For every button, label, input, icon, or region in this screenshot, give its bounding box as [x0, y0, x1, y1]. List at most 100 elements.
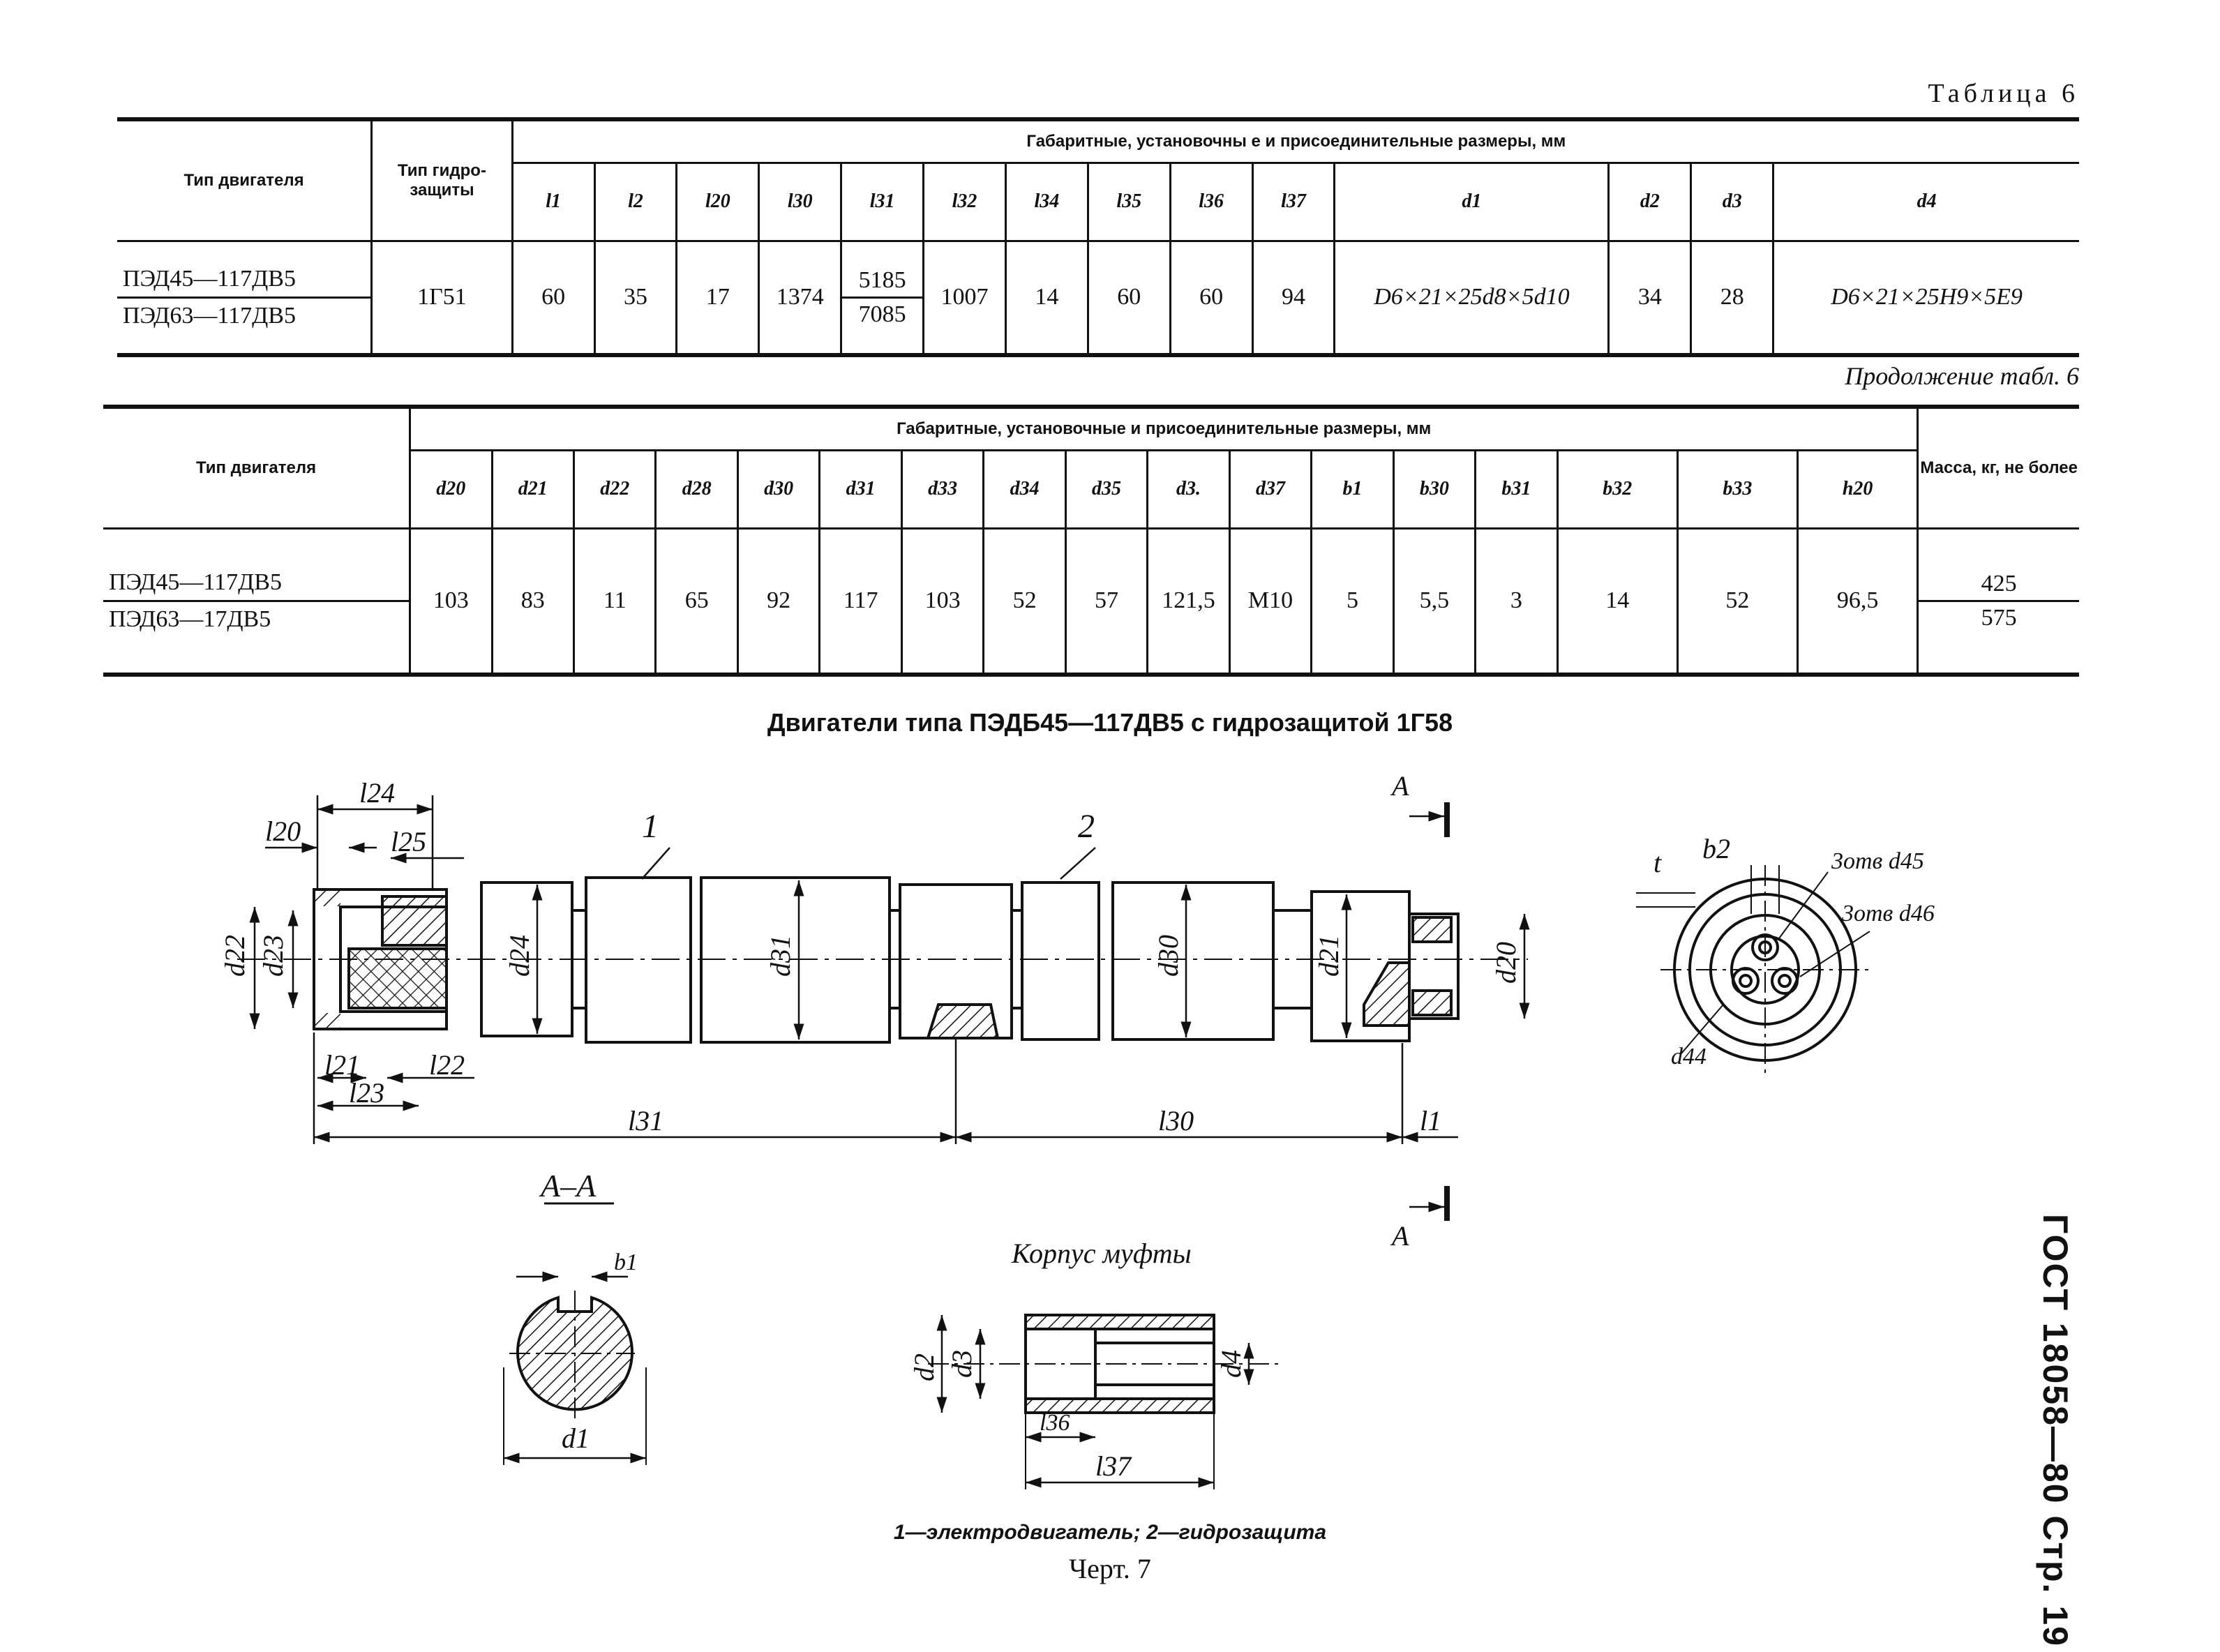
label-l25: l25 — [391, 826, 426, 857]
label-holes-d46: 3отв d46 — [1841, 901, 1935, 926]
part-2-label: 2 — [1078, 808, 1095, 845]
table-cell: 96,5 — [1796, 527, 1919, 677]
label-l23: l23 — [349, 1077, 384, 1109]
table-cell: 103 — [900, 527, 985, 677]
col-header: d31 — [818, 449, 903, 528]
table-cell: 35 — [593, 239, 678, 357]
col-header: d3 — [1690, 161, 1775, 241]
label-d24: d24 — [504, 935, 535, 977]
table-cell: 117 — [818, 527, 903, 677]
col-header: d28 — [654, 449, 739, 528]
label-d31: d31 — [765, 935, 796, 977]
col-header: d34 — [982, 449, 1067, 528]
table-cell: 57 — [1064, 527, 1149, 677]
table-cell: 5,5 — [1392, 527, 1477, 677]
label-b2: b2 — [1702, 833, 1730, 864]
col-header: h20 — [1796, 449, 1918, 528]
col-header: d37 — [1228, 449, 1313, 528]
table-cell: 7085 — [858, 301, 906, 327]
table-cell: D6×21×25d8×5d10 — [1333, 239, 1610, 357]
header-mass: Масса, кг, не более — [1917, 405, 2079, 528]
table-cell: 121,5 — [1146, 527, 1231, 677]
table-cell: 28 — [1690, 239, 1775, 357]
label-d23: d23 — [257, 935, 289, 977]
section-a-a-title: А–А — [539, 1168, 597, 1203]
table-cell: 65 — [654, 527, 739, 677]
table-cell: 11 — [572, 527, 657, 677]
table-cell: 5185 — [842, 264, 923, 299]
section-a-a — [503, 1202, 647, 1465]
engine-type: ПЭД63—17ДВ5 — [109, 606, 271, 632]
drawing-title: Двигатели типа ПЭДБ45—117ДВ5 с гидрозащи… — [767, 708, 1453, 737]
col-header: l30 — [758, 161, 843, 241]
table-cell: 94 — [1251, 239, 1336, 357]
table-cell: D6×21×25H9×5E9 — [1772, 239, 2079, 357]
table-cell: 52 — [1676, 527, 1799, 677]
header-engine-type: Тип двигателя — [117, 117, 373, 241]
header-protection-type: Тип гидро-защиты — [370, 117, 513, 241]
col-header: l36 — [1169, 161, 1254, 241]
col-header: b31 — [1474, 449, 1559, 528]
label-l1: l1 — [1420, 1105, 1441, 1136]
engine-type: ПЭД45—117ДВ5 — [103, 565, 410, 602]
engine-types-cell: ПЭД45—117ДВ5 ПЭД63—117ДВ5 — [117, 239, 373, 357]
end-view — [1636, 865, 1870, 1074]
table-cell: 60 — [1086, 239, 1171, 357]
label-b1: b1 — [614, 1249, 638, 1275]
col-header: b32 — [1556, 449, 1679, 528]
section-mark-bottom: A — [1390, 1220, 1409, 1252]
col-header: l20 — [675, 161, 760, 241]
section-cut-marks — [1444, 802, 1450, 1221]
label-l21: l21 — [324, 1049, 360, 1081]
col-header: l32 — [922, 161, 1007, 241]
col-header: d4 — [1772, 161, 2079, 241]
label-d22: d22 — [219, 935, 250, 977]
table-6-continued: Тип двигателя Габаритные, установочные и… — [103, 405, 2079, 677]
col-header: d21 — [490, 449, 575, 528]
col-header: l2 — [593, 161, 678, 241]
label-holes-d45: 3отв d45 — [1831, 848, 1924, 874]
table-cell: 425 — [1919, 568, 2079, 602]
label-d30: d30 — [1153, 935, 1184, 977]
label-d3: d3 — [946, 1350, 977, 1378]
legend: 1—электродвигатель; 2—гидрозащита — [893, 1521, 1327, 1544]
table-cell: 14 — [1004, 239, 1089, 357]
coupling-body — [928, 1314, 1284, 1489]
col-header: d30 — [736, 449, 821, 528]
diameter-labels: d22 d23 d24 d31 d30 d21 d20 d2 d3 d4 — [219, 935, 1522, 1381]
col-header: l35 — [1086, 161, 1171, 241]
table-cell: 60 — [1169, 239, 1254, 357]
label-d2: d2 — [908, 1353, 940, 1381]
table-cell: 92 — [736, 527, 821, 677]
coupling-title: Корпус муфты — [1011, 1238, 1192, 1269]
section-mark-top: A — [1390, 770, 1409, 802]
table-cell: 83 — [490, 527, 575, 677]
drawing-labels: l24 l20 l25 l21 l22 l23 l31 l30 l1 1 2 A… — [265, 770, 1935, 1482]
table-cell-split: 5185 7085 — [840, 239, 925, 357]
gost-page-label: ГОСТ 18058—80 Стр. 19 — [2036, 1214, 2075, 1647]
label-l20: l20 — [265, 816, 301, 847]
label-d44: d44 — [1671, 1044, 1707, 1069]
table-cell: 34 — [1607, 239, 1693, 357]
table-caption: Таблица 6 — [1928, 79, 2079, 108]
label-t: t — [1653, 847, 1662, 878]
col-header: d3. — [1146, 449, 1231, 528]
label-l37: l37 — [1095, 1450, 1132, 1482]
table-cell: 60 — [511, 239, 596, 357]
col-header: l31 — [840, 161, 925, 241]
col-header: d33 — [900, 449, 985, 528]
table-cell: 1Г51 — [370, 239, 513, 357]
table-cell: 5 — [1310, 527, 1395, 677]
figure-number: Черт. 7 — [1069, 1553, 1151, 1584]
label-d21: d21 — [1313, 935, 1344, 977]
table-cell: 103 — [409, 527, 493, 677]
label-l31: l31 — [628, 1105, 663, 1136]
table-cell: M10 — [1228, 527, 1313, 677]
label-d4: d4 — [1215, 1350, 1247, 1378]
header-dimensions-group: Габаритные, установочные и присоединител… — [409, 405, 1919, 450]
header-dimensions-group: Габаритные, установочны е и присоедините… — [511, 117, 2079, 163]
mass-cell: 425 575 — [1917, 527, 2079, 677]
header-engine-type: Тип двигателя — [103, 405, 412, 528]
main-assembly — [237, 876, 1528, 1044]
